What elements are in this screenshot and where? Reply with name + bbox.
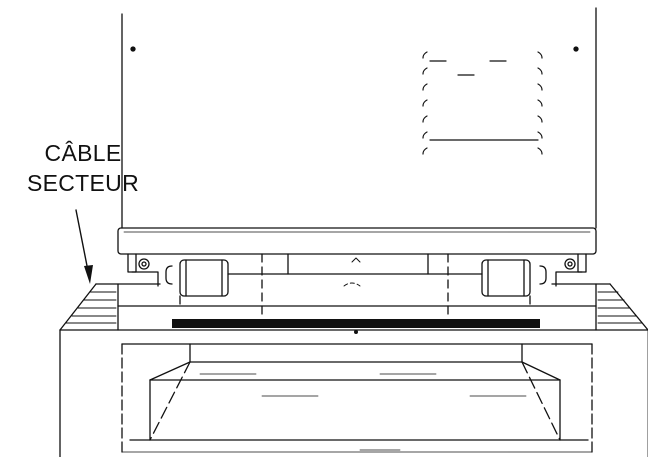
callout-line-2: SECTEUR	[26, 170, 139, 196]
pallet-top	[59, 283, 648, 334]
callout-line-1: CÂBLE	[44, 140, 122, 166]
cabinet-plinth	[117, 227, 597, 255]
cabinet	[121, 7, 597, 229]
pallet-base	[59, 329, 648, 457]
right-caster-assembly	[481, 253, 587, 305]
power-cable-label: CÂBLE SECTEUR	[18, 138, 148, 198]
mounting-hole-right	[573, 46, 579, 52]
mounting-hole-left	[130, 46, 136, 52]
left-caster-assembly	[127, 253, 229, 305]
power-cable-arrow	[75, 209, 93, 284]
vent-louvres	[422, 51, 543, 155]
centre-support	[227, 253, 483, 317]
retaining-strap	[172, 319, 540, 328]
